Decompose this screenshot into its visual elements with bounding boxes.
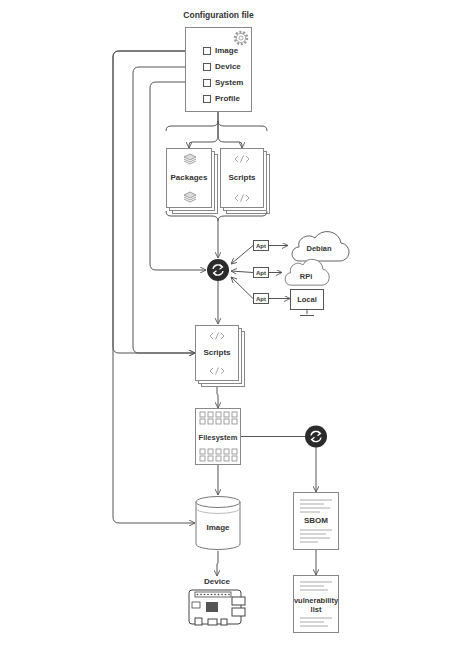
list-document: vulnerability list: [293, 575, 339, 633]
config-item: Profile: [186, 91, 250, 111]
apt-wire: [231, 277, 253, 299]
package-stack: Packages: [166, 148, 212, 208]
filesystem-box: Filesystem: [195, 408, 241, 465]
flow-connector: [316, 550, 317, 575]
apt-wire: [231, 246, 253, 265]
config-document: Configuration fileImageDeviceSystemProfi…: [185, 27, 252, 112]
node-label: Filesystem: [186, 433, 250, 443]
repo-cloud: RPi: [282, 258, 330, 286]
flow-connector: [269, 272, 282, 273]
node-label: Packages: [157, 173, 221, 183]
apt-tag: Apt: [253, 293, 269, 304]
node-label: Apt: [250, 269, 272, 277]
node-label: vulnerability list: [288, 596, 344, 614]
node-label: Profile: [215, 94, 240, 104]
checkbox: [203, 79, 211, 87]
flow-connector: [269, 298, 290, 299]
group-bracket-bottom: [166, 211, 267, 221]
node-label: Scripts: [186, 348, 248, 358]
flow-connector: [113, 51, 195, 523]
code-icon: [209, 332, 225, 340]
flow-connector: [217, 551, 218, 576]
config-item: Device: [186, 59, 250, 75]
node-label: RPi: [282, 272, 330, 282]
node-label: Image: [185, 523, 251, 533]
raspberry-pi-board: [188, 589, 246, 627]
config-item: System: [186, 75, 250, 91]
sync-symbol: [305, 426, 327, 448]
apt-tag: Apt: [253, 240, 269, 251]
repo-cloud: Debian: [288, 230, 350, 262]
node-label: Local: [290, 295, 324, 305]
script-stack: Scripts: [195, 325, 239, 381]
node-label: Device: [215, 62, 241, 72]
flow-connector: [218, 111, 242, 148]
flow-connector: [269, 245, 288, 246]
config-item: Image: [186, 43, 250, 59]
flow-arrow: [218, 221, 219, 258]
node-label: Device: [178, 577, 256, 587]
sync-symbol: [207, 259, 229, 281]
image-database: Image: [195, 495, 241, 551]
node-label: Debian: [288, 244, 350, 254]
node-label: Apt: [250, 295, 272, 303]
node-label: SBOM: [284, 516, 348, 526]
apt-wire: [231, 271, 253, 273]
script-stack: Scripts: [220, 148, 264, 208]
checkbox: [203, 95, 211, 103]
package-icon: [182, 153, 198, 165]
flow-connector: [217, 381, 218, 408]
flow-connector: [241, 437, 316, 493]
checkbox: [203, 47, 211, 55]
code-icon: [234, 155, 250, 163]
code-icon: [234, 194, 250, 202]
node-label: System: [215, 78, 243, 88]
group-bracket-top: [166, 121, 267, 131]
flow-connector: [189, 111, 218, 148]
node-label: Apt: [250, 242, 272, 250]
device-board: Device: [188, 576, 246, 628]
node-label: Scripts: [211, 173, 273, 183]
code-icon: [209, 367, 225, 375]
checkbox: [203, 63, 211, 71]
sbom-document: SBOM: [293, 492, 339, 550]
node-label: Image: [215, 46, 238, 56]
heading-text: Configuration file: [146, 10, 291, 20]
local-repo: Local: [290, 289, 324, 317]
flow-connector: [218, 465, 219, 495]
apt-tag: Apt: [253, 267, 269, 278]
package-icon: [182, 191, 198, 203]
flow-arrow: [218, 281, 219, 324]
gear-icon: [233, 30, 249, 46]
